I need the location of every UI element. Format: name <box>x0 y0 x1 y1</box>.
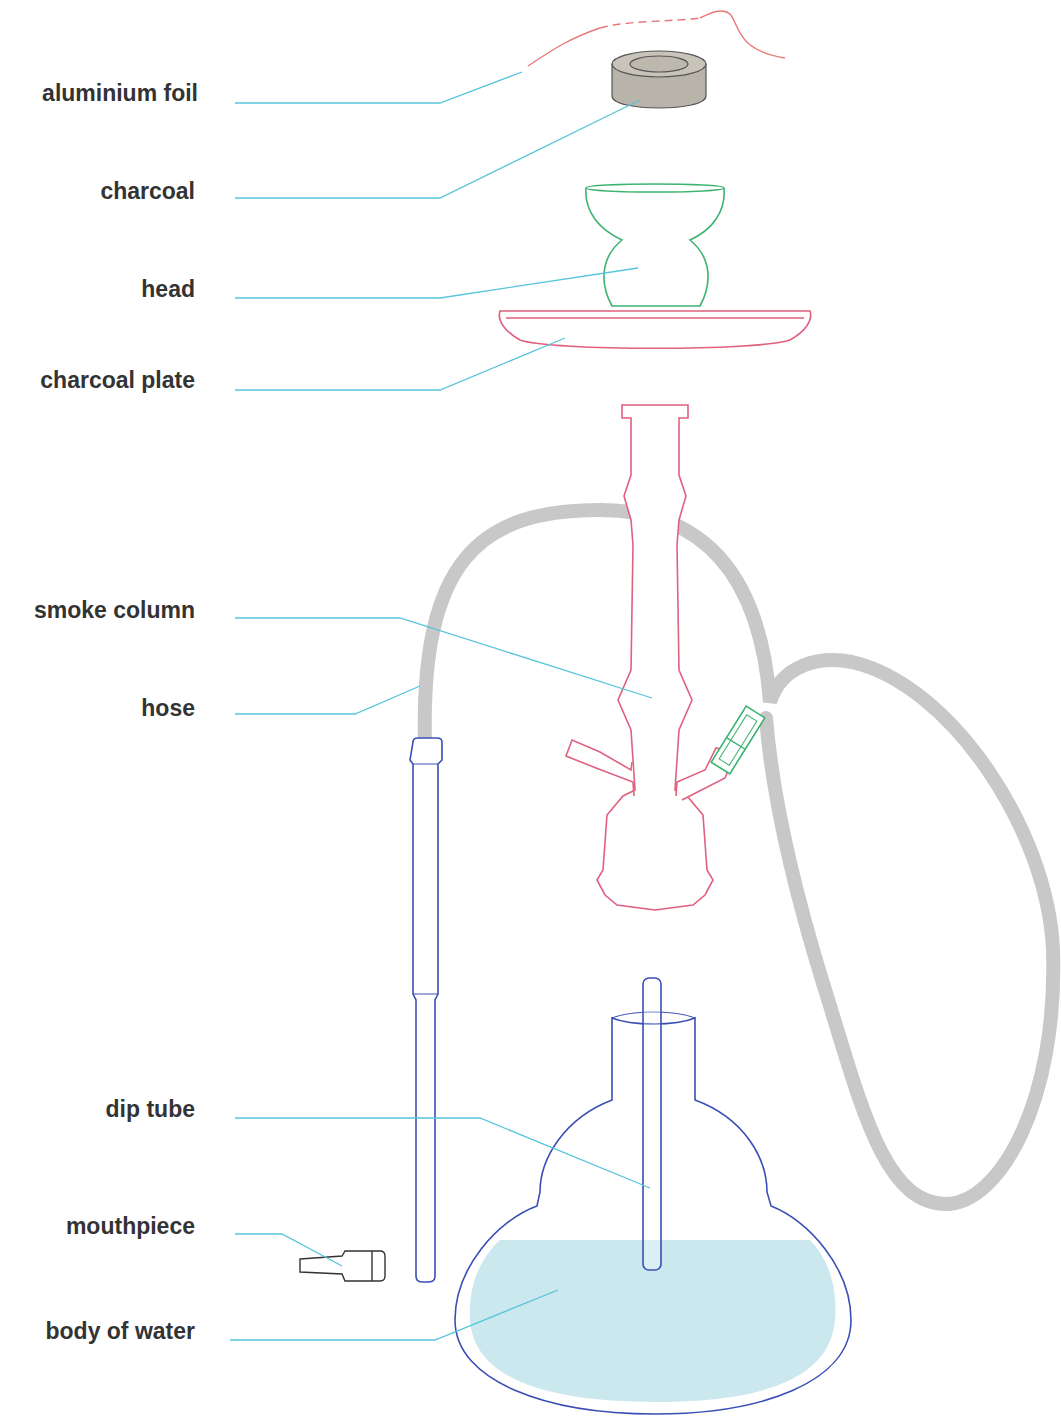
hose-handle-lines <box>413 764 438 994</box>
charcoal-plate <box>499 311 810 348</box>
part-label: mouthpiece <box>66 1213 195 1241</box>
hose-fitting <box>711 706 765 774</box>
part-label: body of water <box>45 1318 195 1346</box>
hose-handle <box>410 738 442 1282</box>
part-label: dip tube <box>106 1096 195 1124</box>
part-label: charcoal plate <box>40 367 195 395</box>
part-label: charcoal <box>100 178 195 206</box>
smoke-column-outline <box>597 405 713 910</box>
head-bowl <box>586 188 724 306</box>
foil-dashed <box>600 18 700 28</box>
dip-tube <box>643 978 661 1270</box>
mouthpiece <box>300 1251 385 1281</box>
hose <box>425 510 1054 1204</box>
side-arm <box>566 740 736 800</box>
part-label: smoke column <box>34 597 195 625</box>
charcoal-piece <box>612 51 706 108</box>
part-label: head <box>141 276 195 304</box>
leader-lines <box>230 72 652 1340</box>
part-label: hose <box>141 695 195 723</box>
part-label: aluminium foil <box>42 80 198 108</box>
head-rim <box>586 184 724 192</box>
smoke-column-drawing <box>597 405 713 910</box>
foil <box>528 11 785 66</box>
